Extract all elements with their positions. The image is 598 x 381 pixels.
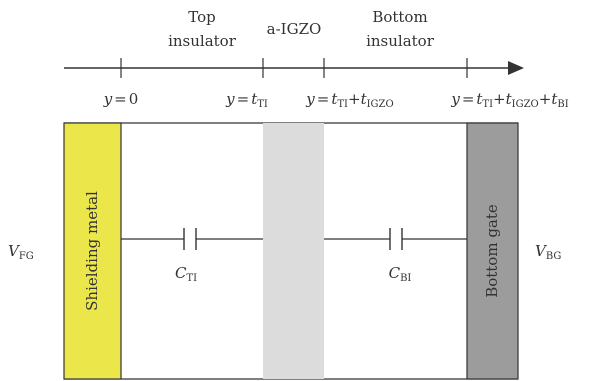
vbg-label: VBG [535,242,561,262]
position-axis [64,58,524,78]
position-label-tigzo: y=tTI+tIGZO [305,90,393,110]
position-label-tti: y=tTI [225,90,268,110]
label-bottom-insulator-line1: Bottom [372,8,427,26]
capacitor-cbi [324,228,467,250]
label-bottom-insulator-line2: insulator [366,32,435,50]
position-label-tbi: y=tTI+tIGZO+tBI [450,90,568,110]
axis-arrowhead [508,61,524,75]
cbi-label: CBI [389,264,412,284]
capacitor-cti [121,228,263,250]
label-top-insulator-line2: insulator [168,32,237,50]
label-a-igzo: a-IGZO [267,20,322,38]
bottom-gate-label: Bottom gate [483,204,501,298]
cti-label: CTI [175,264,197,284]
a-igzo-block [263,123,324,379]
bottom-gate-block [466,122,519,380]
position-label-y0: y=0 [103,90,139,108]
shielding-metal-block [63,122,122,380]
vfg-label: VFG [8,242,34,262]
label-top-insulator-line1: Top [188,8,215,26]
shielding-metal-label: Shielding metal [83,191,101,311]
